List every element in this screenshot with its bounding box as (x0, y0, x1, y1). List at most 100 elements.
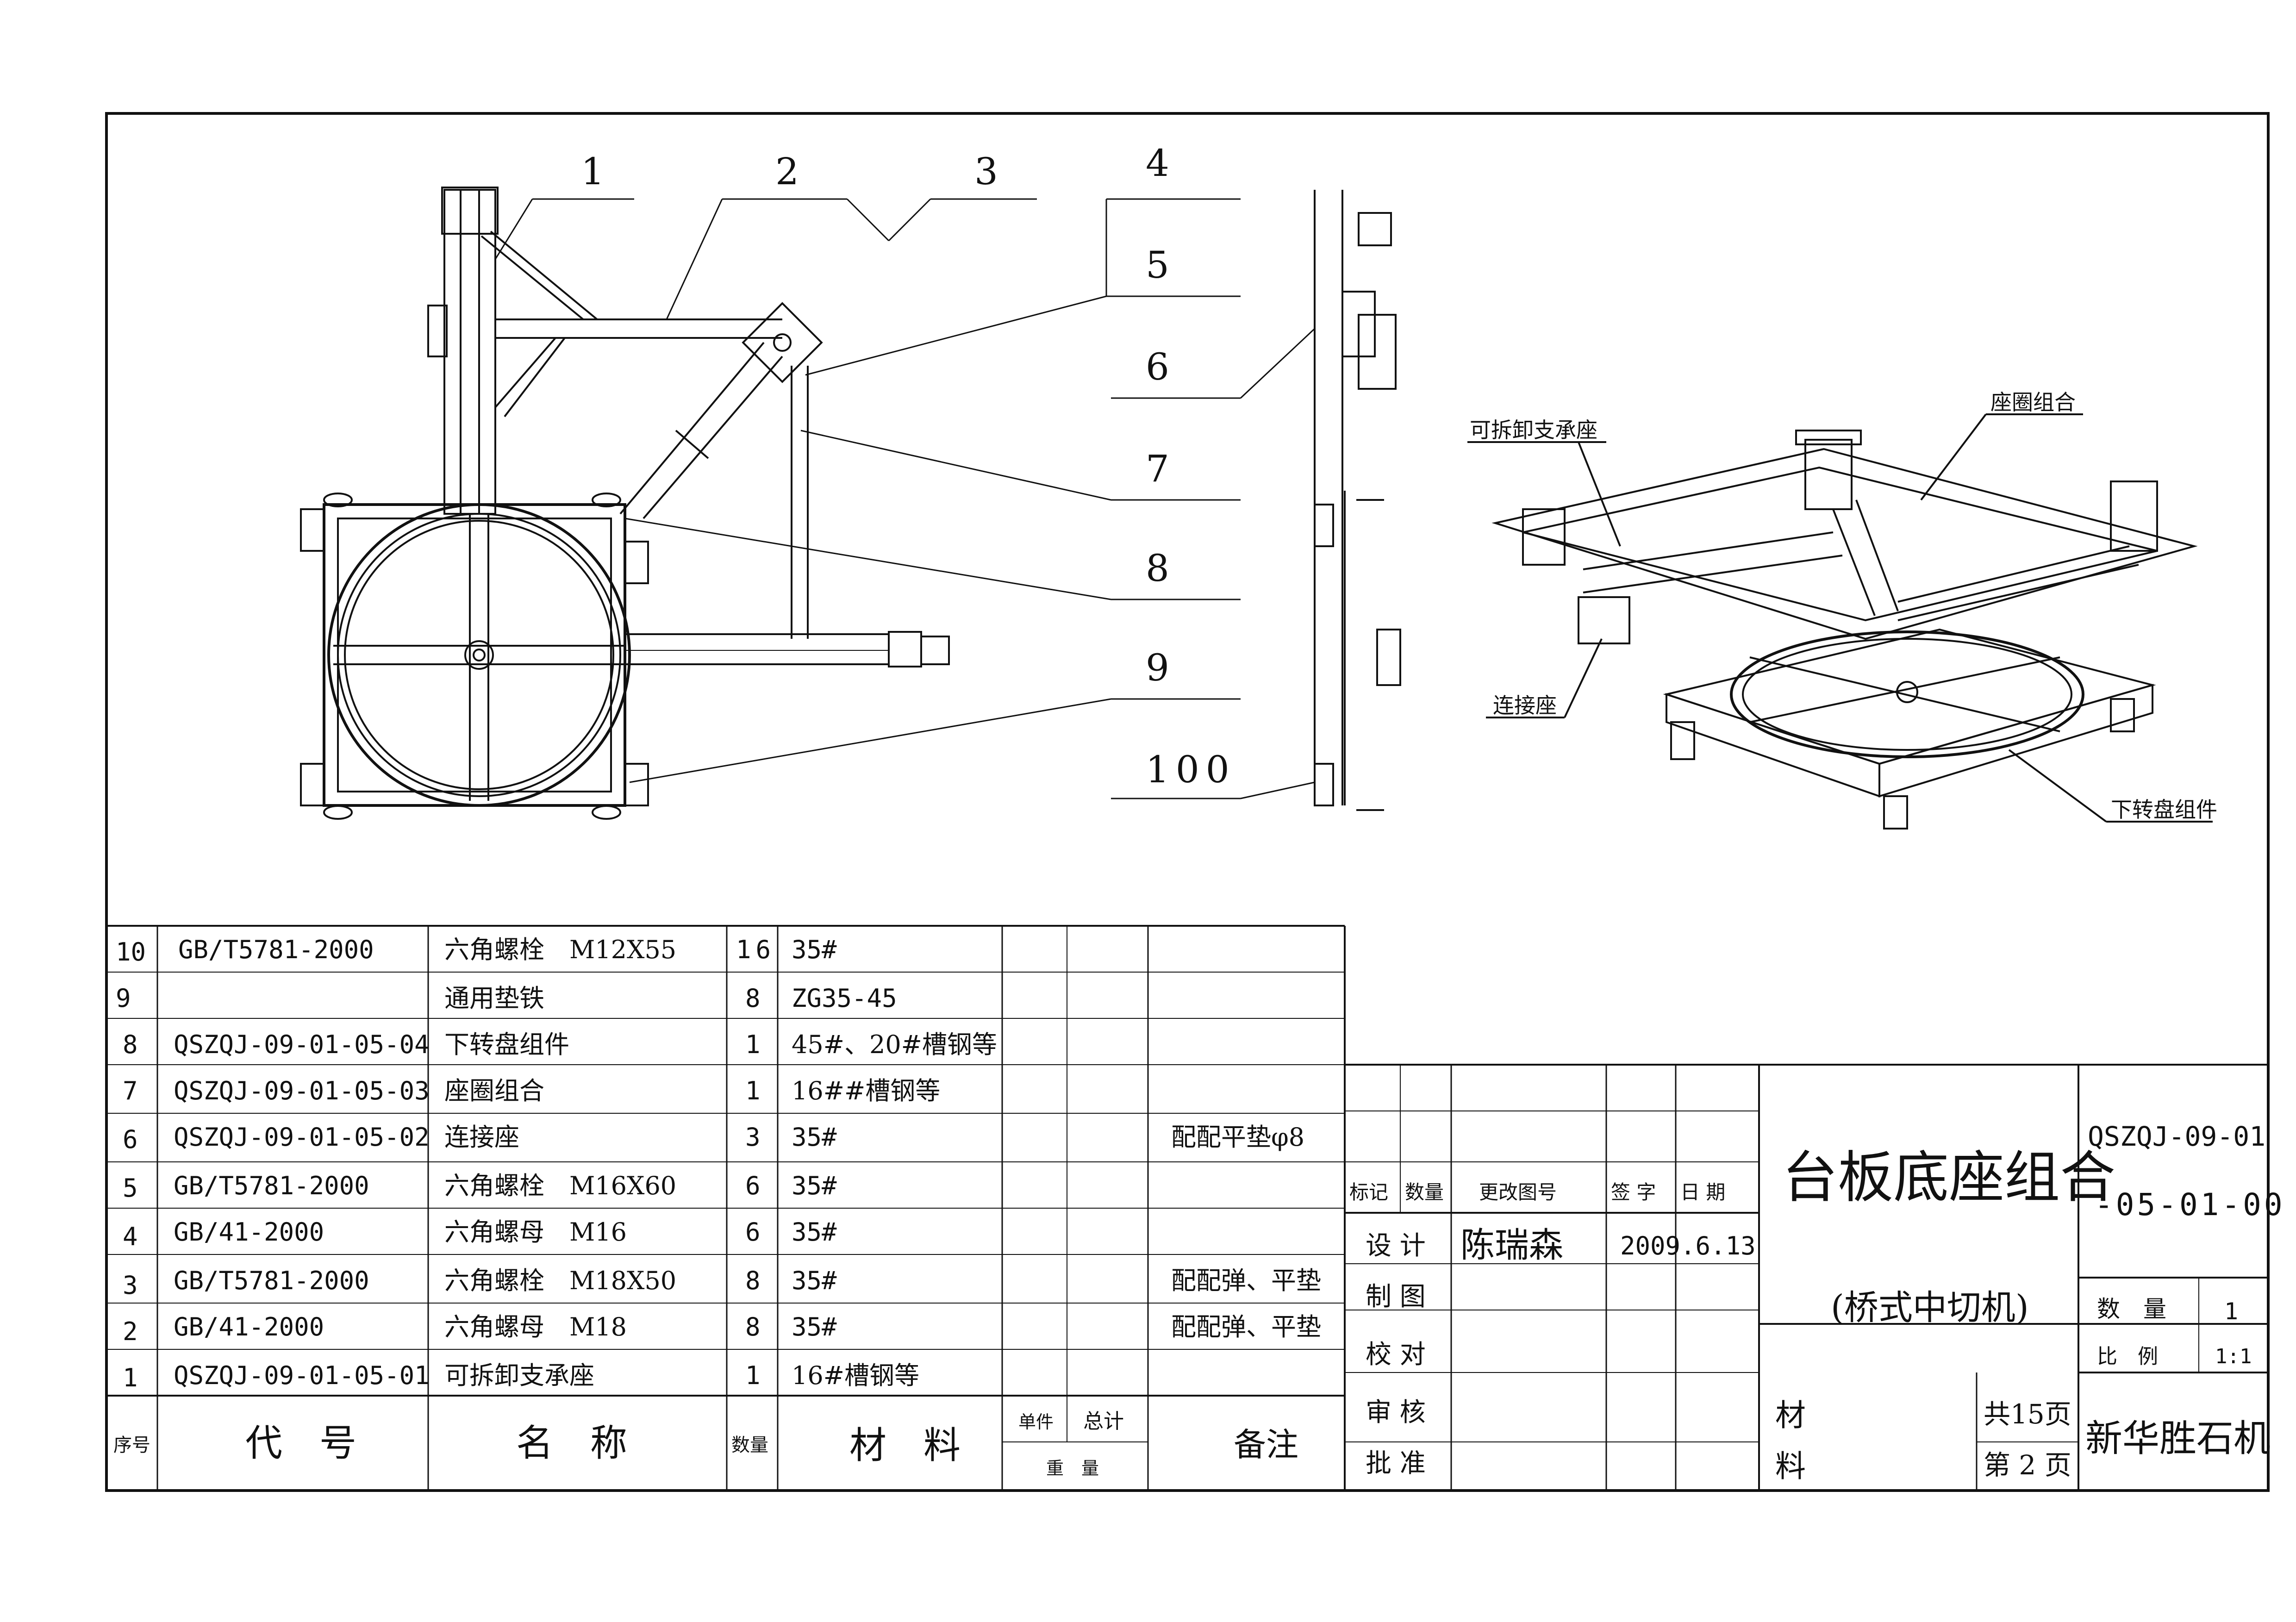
callout-5: 5 (1146, 243, 1169, 287)
title-block-text: 标记 数量 更改图号 签 字 日 期 设 计 制 图 校 对 审 核 批 准 陈… (1349, 1121, 2285, 1484)
callout-7: 7 (1146, 447, 1169, 490)
bom-seq: 3 (123, 1271, 138, 1300)
drawing-subtitle: (桥式中切机) (1831, 1288, 2029, 1328)
bom-seq: 7 (123, 1076, 138, 1105)
bom-name: 六角螺母 M16 (444, 1217, 627, 1247)
bom-material: 35# (792, 1312, 837, 1341)
bom-remark: 配配平垫φ8 (1171, 1123, 1304, 1152)
callout-9: 9 (1146, 646, 1169, 689)
bom-qty: 16 (736, 935, 775, 964)
bom-material: 16##槽钢等 (792, 1076, 940, 1105)
bom-name: 通用垫铁 (444, 984, 544, 1013)
bom-header-name: 名 称 (516, 1422, 627, 1465)
bom-material: 35# (792, 1123, 837, 1152)
bom-name: 连接座 (444, 1123, 519, 1152)
bom-qty: 3 (745, 1123, 761, 1152)
bom-material: ZG35-45 (792, 984, 897, 1013)
bom-code: QSZQJ-09-01-05-01 (174, 1361, 430, 1390)
scale-label: 比 例 (2097, 1345, 2158, 1368)
bom-qty: 8 (745, 1266, 761, 1295)
rev-header-qty: 数量 (1405, 1181, 1444, 1204)
bom-name: 六角螺栓 M18X50 (444, 1266, 676, 1295)
side-view (1314, 190, 1401, 811)
role-review: 审 核 (1366, 1397, 1426, 1428)
label-lower-turntable: 下转盘组件 (2111, 797, 2217, 822)
bom-seq: 8 (123, 1030, 138, 1059)
bom-table-grid (106, 925, 1346, 1491)
bom-remark: 配配弹、平垫 (1171, 1266, 1321, 1295)
material-label: 材 (1775, 1397, 1806, 1433)
bom-name: 六角螺栓 M12X55 (444, 935, 676, 964)
bom-name: 下转盘组件 (444, 1030, 569, 1059)
callout-4: 4 (1146, 142, 1169, 185)
design-date: 2009.6.13 (1620, 1231, 1756, 1260)
bom-header-qty: 数量 (731, 1435, 768, 1456)
bom-header-remark: 备注 (1234, 1426, 1298, 1464)
bom-qty: 8 (745, 984, 761, 1013)
sheet-border (105, 112, 2270, 1492)
callout-2: 2 (775, 150, 799, 193)
bom-material: 35# (792, 1171, 837, 1200)
role-approve: 批 准 (1366, 1448, 1426, 1479)
title-block-grid (1345, 1064, 2268, 1491)
rev-header-mark: 标记 (1349, 1181, 1388, 1204)
drawing-number-2: -05-01-00 (2095, 1187, 2285, 1223)
bom-material: 35# (792, 1217, 837, 1247)
bom-header-material: 材 料 (849, 1424, 961, 1467)
bom-seq: 2 (123, 1317, 138, 1346)
bom-seq: 9 (116, 984, 131, 1013)
bom-code: QSZQJ-09-01-05-03 (174, 1076, 430, 1105)
bom-code: GB/T5781-2000 (178, 935, 374, 964)
bom-seq: 1 (123, 1363, 138, 1392)
callout-3: 3 (974, 150, 998, 193)
total-pages: 共15页 (1984, 1398, 2071, 1430)
quantity-value: 1 (2224, 1298, 2238, 1325)
page-number: 第 2 页 (1984, 1449, 2071, 1481)
bom-name: 六角螺栓 M16X60 (444, 1171, 676, 1200)
bom-code: QSZQJ-09-01-05-02 (174, 1123, 430, 1152)
rev-header-change-no: 更改图号 (1479, 1181, 1557, 1204)
callout-numbers: 1 2 3 4 5 6 7 8 9 100 (581, 142, 1236, 791)
isometric-view (1467, 413, 2213, 830)
bom-material: 16#槽钢等 (792, 1361, 919, 1390)
callout-6: 6 (1146, 345, 1169, 388)
bom-seq: 4 (123, 1222, 138, 1251)
bom-material: 45#、20#槽钢等 (792, 1030, 997, 1059)
bom-header-total: 总计 (1083, 1410, 1124, 1433)
bom-qty: 8 (745, 1312, 761, 1341)
bom-qty: 1 (745, 1361, 761, 1390)
company-name: 新华胜石机 (2085, 1417, 2271, 1460)
bom-remark: 配配弹、平垫 (1171, 1312, 1321, 1341)
bom-qty: 1 (745, 1030, 761, 1059)
bom-header-unit: 单件 (1018, 1412, 1054, 1432)
bom-seq: 6 (123, 1125, 138, 1154)
bom-code: GB/T5781-2000 (174, 1266, 369, 1295)
bom-code: QSZQJ-09-01-05-04 (174, 1030, 430, 1059)
label-connector: 连接座 (1493, 693, 1557, 718)
drawing-title: 台板底座组合 (1782, 1146, 2115, 1210)
callout-8: 8 (1146, 547, 1169, 590)
bom-seq: 5 (123, 1173, 138, 1203)
callout-1: 1 (581, 150, 605, 193)
isometric-labels: 可拆卸支承座 座圈组合 连接座 下转盘组件 (1470, 390, 2217, 822)
label-detachable-support: 可拆卸支承座 (1470, 418, 1597, 443)
bom-rows: 10 GB/T5781-2000 六角螺栓 M12X55 16 35# 9 通用… (116, 935, 1321, 1392)
drawing-number-1: QSZQJ-09-01 (2088, 1121, 2265, 1152)
bom-code: GB/41-2000 (174, 1217, 324, 1247)
bom-qty: 6 (745, 1171, 761, 1200)
callout-100: 100 (1146, 748, 1236, 791)
quantity-label: 数 量 (2097, 1296, 2166, 1323)
leader-lines (494, 198, 1316, 799)
rev-header-date: 日 期 (1680, 1181, 1725, 1204)
bom-name: 六角螺母 M18 (444, 1312, 627, 1341)
bom-material: 35# (792, 935, 837, 964)
bom-code: GB/T5781-2000 (174, 1171, 369, 1200)
top-view (300, 187, 950, 820)
role-drafting: 制 图 (1366, 1282, 1426, 1312)
role-design: 设 计 (1366, 1231, 1426, 1261)
designer-name: 陈瑞森 (1460, 1225, 1563, 1265)
bom-material: 35# (792, 1266, 837, 1295)
material-label-2: 料 (1775, 1448, 1806, 1484)
rev-header-sign: 签 字 (1611, 1181, 1656, 1204)
bom-header: 序号 代 号 名 称 数量 材 料 单件 总计 重 量 备注 (113, 1410, 1298, 1479)
